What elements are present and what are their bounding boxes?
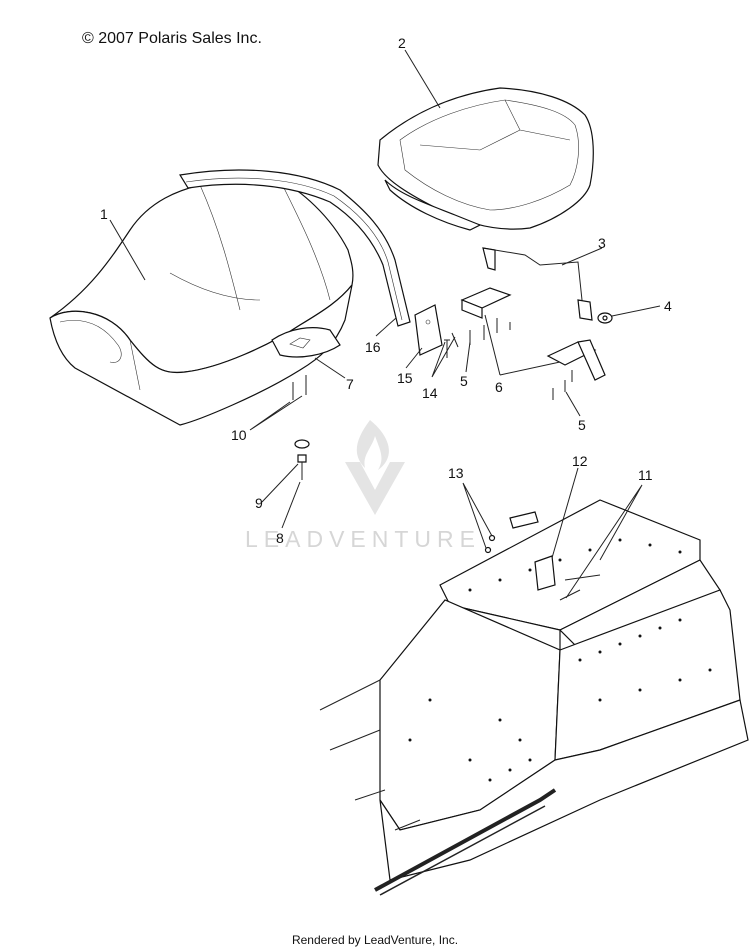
pins-part-11 (559, 574, 601, 601)
callout-7: 7 (346, 376, 354, 392)
callout-8: 8 (276, 530, 284, 546)
watermark-text: LEADVENTURE (245, 526, 481, 552)
callout-16: 16 (365, 339, 381, 355)
latch-bracket-part-6 (460, 287, 606, 381)
bolts-part-5 (469, 318, 573, 400)
callout-1: 1 (100, 206, 108, 222)
callout-3: 3 (598, 235, 606, 251)
callout-9: 9 (255, 495, 263, 511)
seat-part-1 (49, 177, 354, 426)
callout-6: 6 (495, 379, 503, 395)
callout-10: 10 (231, 427, 247, 443)
callout-13: 13 (448, 465, 464, 481)
trim-strap-part-16 (179, 169, 411, 327)
knob-part-4 (597, 312, 613, 324)
copyright-text: © 2007 Polaris Sales Inc. (82, 30, 262, 47)
callout-5a: 5 (460, 373, 468, 389)
rod-part-3 (482, 247, 593, 321)
callout-11: 11 (638, 467, 653, 483)
bolt-part-8 (297, 454, 307, 480)
washer-part-9 (294, 439, 310, 449)
passenger-seat-part-2 (377, 87, 594, 231)
rendered-by-text: Rendered by LeadVenture, Inc. (291, 933, 459, 947)
callout-12: 12 (572, 453, 588, 469)
callout-15: 15 (397, 370, 413, 386)
callout-2: 2 (398, 35, 406, 51)
fasteners-part-10 (292, 375, 307, 400)
screws-part-14 (444, 332, 459, 358)
callout-14: 14 (422, 385, 438, 401)
nuts-part-13 (484, 534, 496, 554)
bracket-plate-part-15 (414, 304, 443, 356)
callout-5b: 5 (578, 417, 586, 433)
leader-lines (109, 49, 661, 599)
seat-latch-part-12 (509, 511, 556, 591)
flame-v-logo-icon (345, 420, 405, 515)
callout-4: 4 (664, 298, 672, 314)
chassis-tunnel (319, 499, 749, 896)
